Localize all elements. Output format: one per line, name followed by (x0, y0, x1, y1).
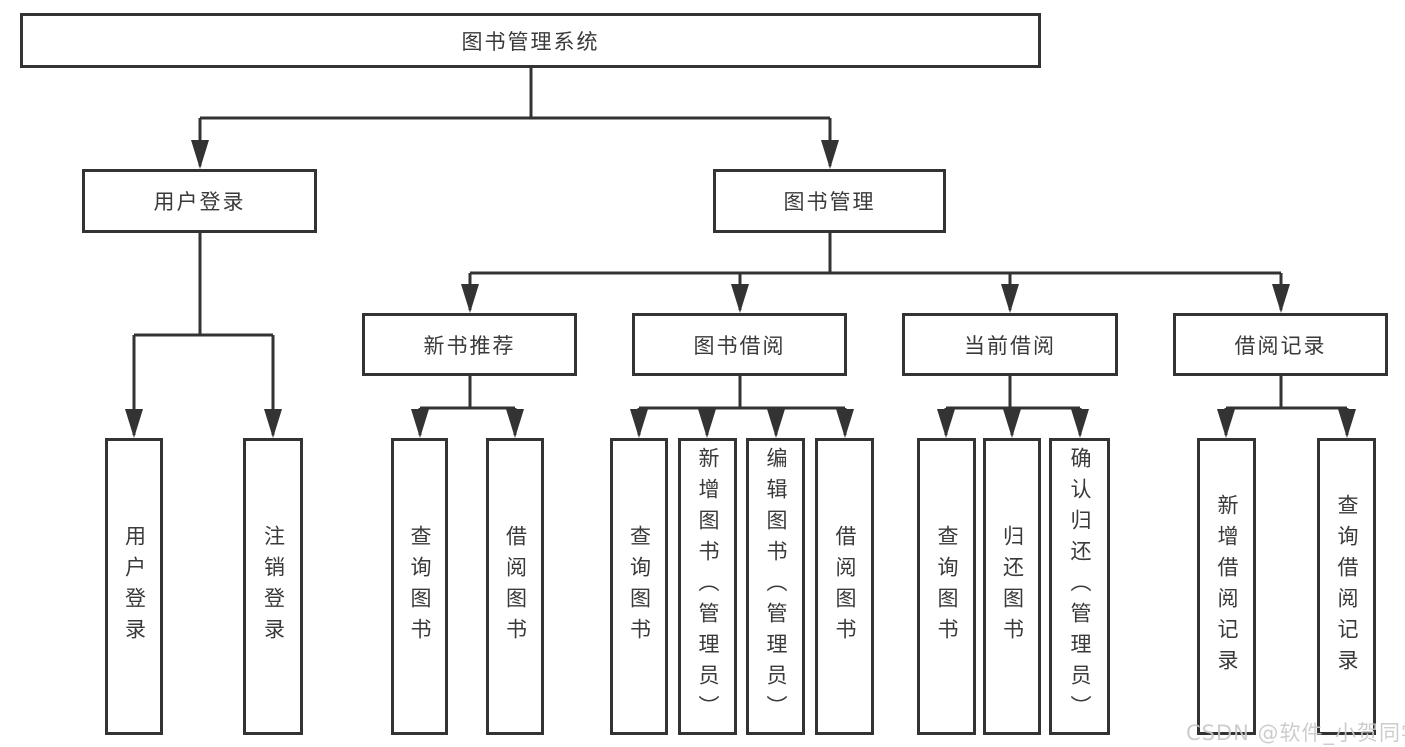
node-borrowing-records: 借阅记录 (1173, 313, 1388, 376)
node-new-book-recommendation: 新书推荐 (362, 313, 577, 376)
node-current-confirm-return-admin: 确认归还（管理员） (1049, 438, 1110, 735)
arrowheads (125, 140, 1356, 438)
node-current-borrowing: 当前借阅 (902, 313, 1118, 376)
node-new-books-borrow-books: 借阅图书 (486, 438, 544, 735)
watermark: CSDN @软件_小贺同学 (1186, 721, 1405, 745)
node-borrow-edit-books-admin: 编辑图书（管理员） (746, 438, 805, 735)
node-borrow-add-books-admin: 新增图书（管理员） (678, 438, 737, 735)
node-borrow-query-books: 查询图书 (610, 438, 668, 735)
node-current-query-books: 查询图书 (917, 438, 976, 735)
node-user-login-leaf: 用户登录 (105, 438, 163, 735)
node-current-return-books: 归还图书 (983, 438, 1041, 735)
node-records-add-borrow-record: 新增借阅记录 (1197, 438, 1256, 735)
node-borrow-borrow-books: 借阅图书 (815, 438, 874, 735)
node-records-query-borrow-record: 查询借阅记录 (1317, 438, 1376, 735)
node-library-management-system: 图书管理系统 (20, 13, 1041, 68)
node-book-management: 图书管理 (713, 169, 946, 233)
node-book-borrowing: 图书借阅 (632, 313, 847, 376)
node-user-login: 用户登录 (82, 169, 317, 233)
node-logout-leaf: 注销登录 (243, 438, 303, 735)
node-new-books-query-books: 查询图书 (391, 438, 448, 735)
